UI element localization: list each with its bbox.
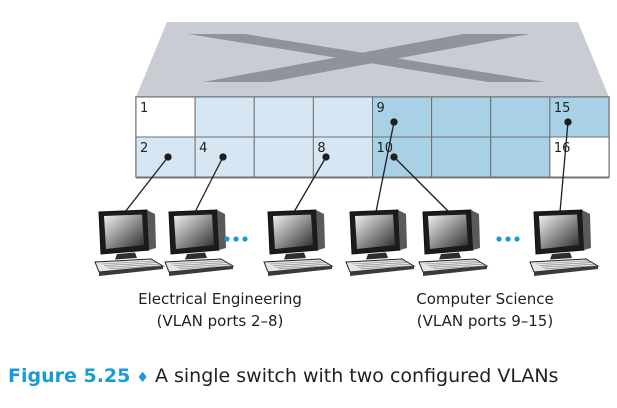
port-15-dot — [564, 118, 572, 126]
cable-port-8 — [293, 156, 327, 213]
figure-caption: Figure 5.25 ♦ A single switch with two con… — [8, 365, 558, 387]
ethernet-switch: 1 9 15 2 4 8 10 16 — [135, 22, 610, 179]
port-grid: 1 9 15 2 4 8 10 16 — [135, 96, 610, 178]
cs-port-range: (VLAN ports 9–15) — [416, 312, 554, 330]
port-label: 4 — [199, 141, 207, 156]
port-label: 2 — [140, 141, 148, 156]
switch-x-mark-b — [203, 34, 530, 82]
cs-name: Computer Science — [416, 290, 554, 308]
port-8-dot — [322, 153, 330, 161]
port-label: 9 — [377, 101, 385, 116]
computer-ee-1 — [94, 209, 165, 276]
port-2-dot — [164, 153, 172, 161]
computer-ee-2 — [164, 209, 235, 276]
switch-port-bottom-6 — [431, 136, 492, 178]
port-10-dot — [390, 153, 398, 161]
port-label: 15 — [554, 101, 571, 116]
ee-name: Electrical Engineering — [138, 290, 302, 308]
port-4-dot — [219, 153, 227, 161]
cs-group-label: Computer Science (VLAN ports 9–15) — [375, 288, 595, 332]
computer-cs-1 — [345, 209, 416, 276]
caption-text: A single switch with two configured VLAN… — [154, 365, 559, 387]
port-label: 8 — [317, 141, 325, 156]
port-label: 1 — [140, 101, 148, 116]
computers — [94, 209, 600, 276]
port-label: 16 — [554, 141, 571, 156]
cables — [124, 118, 572, 213]
desktop-computer-icon — [529, 209, 600, 276]
ee-port-range: (VLAN ports 2–8) — [156, 312, 284, 330]
desktop-computer-icon — [345, 209, 416, 276]
switch-port-top-7 — [490, 96, 551, 138]
ellipsis-cs — [496, 236, 520, 242]
caption-diamond: ♦ — [136, 370, 149, 386]
figure-number: Figure 5.25 — [8, 365, 131, 387]
desktop-computer-icon — [418, 209, 489, 276]
ee-group-label: Electrical Engineering (VLAN ports 2–8) — [100, 288, 340, 332]
switch-port-bottom-3 — [253, 136, 314, 178]
switch-port-bottom-7 — [490, 136, 551, 178]
computer-cs-2 — [418, 209, 489, 276]
cable-port-4 — [194, 156, 224, 213]
desktop-computer-icon — [94, 209, 165, 276]
switch-port-top-4 — [312, 96, 373, 138]
switch-port-bottom-2 — [194, 136, 255, 178]
cable-port-2 — [124, 156, 169, 213]
cable-port-10 — [393, 156, 450, 213]
switch-port-top-2 — [194, 96, 255, 138]
computer-cs-3 — [529, 209, 600, 276]
ellipsis-ee — [224, 236, 248, 242]
computer-ee-3 — [263, 209, 334, 276]
port-9-dot — [390, 118, 398, 126]
cable-port-15 — [559, 121, 569, 213]
desktop-computer-icon — [263, 209, 334, 276]
desktop-computer-icon — [164, 209, 235, 276]
port-label: 10 — [377, 141, 394, 156]
switch-port-top-3 — [253, 96, 314, 138]
switch-port-bottom-8 — [549, 136, 610, 178]
cable-port-9 — [375, 121, 395, 213]
switch-port-top-6 — [431, 96, 492, 138]
